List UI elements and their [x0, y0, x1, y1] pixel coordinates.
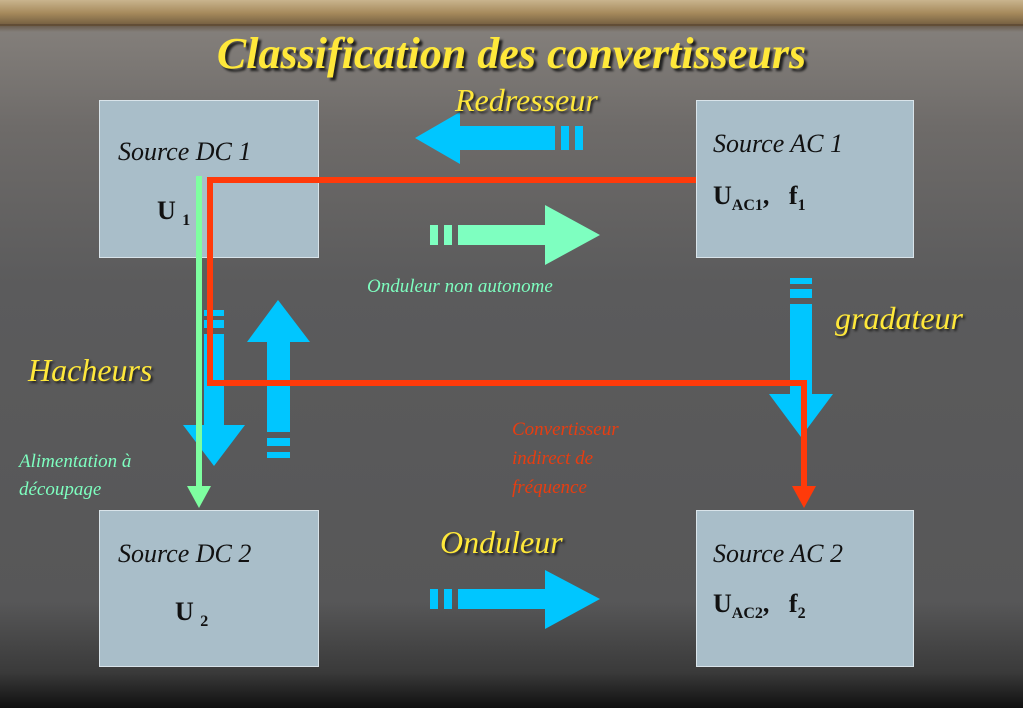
redresseur-label: Redresseur: [455, 82, 598, 118]
source-ac2-comma: ,: [762, 589, 770, 618]
source-ac2-box: Source AC 2 UAC2, f2: [696, 510, 914, 667]
hacheurs-label: Hacheurs: [28, 352, 153, 388]
source-ac2-u-sub: AC2: [731, 605, 763, 622]
source-ac2-f-sub: 2: [797, 605, 806, 622]
source-ac1-f: f: [788, 181, 798, 210]
redresseur-arrow: [415, 112, 583, 164]
convertisseur-label: Convertisseur indirect de fréquence: [512, 415, 619, 502]
source-dc2-label: Source DC 2: [118, 539, 252, 568]
source-ac1-box: Source AC 1 UAC1, f1: [696, 100, 914, 258]
convertisseur-label-line1: Convertisseur: [512, 419, 619, 440]
source-ac1-label: Source AC 1: [713, 129, 843, 158]
source-ac2-label: Source AC 2: [713, 539, 843, 568]
convertisseur-indirect-path: [207, 177, 807, 490]
source-dc1-value-main: U: [157, 196, 176, 225]
source-ac1-values: UAC1, f1: [713, 181, 806, 215]
source-ac1-u: U: [713, 181, 732, 210]
alimentation-path: [187, 176, 211, 508]
top-decorative-band: [0, 0, 1023, 32]
hacheurs-up-arrow: [247, 300, 310, 458]
gradateur-label: gradateur: [835, 300, 963, 336]
convertisseur-label-line2: indirect de: [512, 448, 594, 469]
gradateur-arrow: [769, 278, 833, 437]
alimentation-label: Alimentation à découpage: [19, 448, 131, 504]
onduleur-non-autonome-label: Onduleur non autonome: [367, 276, 553, 297]
source-dc1-value-sub: 1: [182, 212, 191, 229]
page-title: Classification des convertisseurs: [216, 29, 807, 78]
alimentation-label-line1: Alimentation à: [19, 451, 132, 472]
source-dc2-value-main: U: [175, 597, 194, 626]
source-ac2-f: f: [788, 589, 798, 618]
source-ac2-values: UAC2, f2: [713, 589, 806, 623]
convertisseur-label-line3: fréquence: [512, 477, 587, 498]
source-dc1-value: U 1: [157, 196, 190, 230]
source-dc2-box: Source DC 2 U 2: [99, 510, 319, 667]
source-dc2-value: U 2: [175, 597, 208, 631]
onduleur-non-autonome-arrow: [430, 205, 600, 265]
source-ac2-u: U: [713, 589, 732, 618]
alimentation-label-line2: découpage: [19, 479, 102, 500]
source-dc2-value-sub: 2: [200, 613, 209, 630]
onduleur-label: Onduleur: [440, 524, 563, 560]
source-ac1-comma: ,: [762, 181, 770, 210]
source-dc1-label: Source DC 1: [118, 137, 252, 166]
onduleur-arrow: [430, 570, 600, 629]
source-ac1-u-sub: AC1: [731, 197, 763, 214]
convertisseur-arrowhead: [792, 486, 816, 508]
source-ac1-f-sub: 1: [797, 197, 806, 214]
hacheurs-down-arrow: [183, 310, 245, 466]
